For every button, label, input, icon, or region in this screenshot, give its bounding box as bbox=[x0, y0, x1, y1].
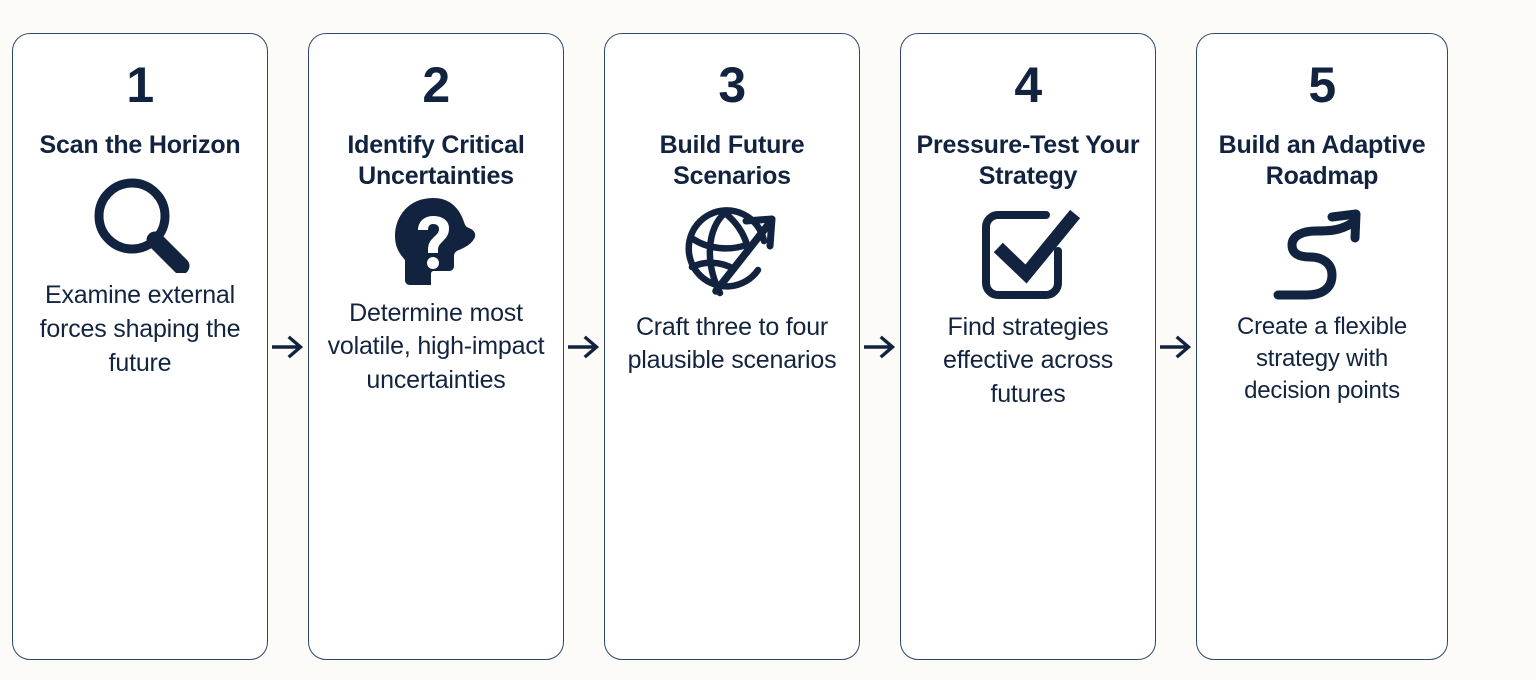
connector-arrow-4-5 bbox=[1156, 33, 1196, 660]
globe-arrow-icon bbox=[680, 199, 784, 311]
step-description-3: Craft three to four plausible scenarios bbox=[627, 312, 837, 375]
step-title-2: Identify Critical Uncertainties bbox=[347, 131, 525, 191]
step-title-4: Pressure-Test Your Strategy bbox=[916, 131, 1140, 191]
step-description-2: Determine most volatile, high-impact unc… bbox=[327, 298, 545, 395]
connector-arrow-1-2 bbox=[268, 33, 308, 660]
magnifying-glass-icon bbox=[88, 167, 192, 279]
step-number-2: 2 bbox=[422, 57, 450, 113]
step-number-4: 4 bbox=[1014, 57, 1042, 113]
step-description-1: Examine external forces shaping the futu… bbox=[39, 281, 241, 377]
process-step-card-3: 3 Build Future Scenarios Craft three to … bbox=[604, 33, 860, 660]
connector-arrow-3-4 bbox=[860, 33, 900, 660]
process-step-card-5: 5 Build an Adaptive Roadmap Create a fle… bbox=[1196, 33, 1448, 660]
winding-arrow-icon bbox=[1270, 199, 1374, 311]
step-number-3: 3 bbox=[718, 57, 746, 113]
step-description-5: Create a flexible strategy with decision… bbox=[1236, 312, 1408, 405]
process-step-card-2: 2 Identify Critical Uncertainties Determ… bbox=[308, 33, 564, 660]
process-step-card-4: 4 Pressure-Test Your Strategy Find strat… bbox=[900, 33, 1156, 660]
step-title-5: Build an Adaptive Roadmap bbox=[1218, 131, 1426, 191]
connector-arrow-2-3 bbox=[564, 33, 604, 660]
process-step-card-1: 1 Scan the Horizon Examine external forc… bbox=[12, 33, 268, 660]
head-question-mark-icon bbox=[387, 189, 485, 297]
checkbox-check-icon bbox=[976, 199, 1080, 311]
step-description-4: Find strategies effective across futures bbox=[942, 312, 1114, 409]
step-number-5: 5 bbox=[1308, 57, 1336, 113]
step-title-1: Scan the Horizon bbox=[39, 131, 241, 159]
step-number-1: 1 bbox=[126, 57, 154, 113]
step-title-3: Build Future Scenarios bbox=[659, 131, 805, 191]
